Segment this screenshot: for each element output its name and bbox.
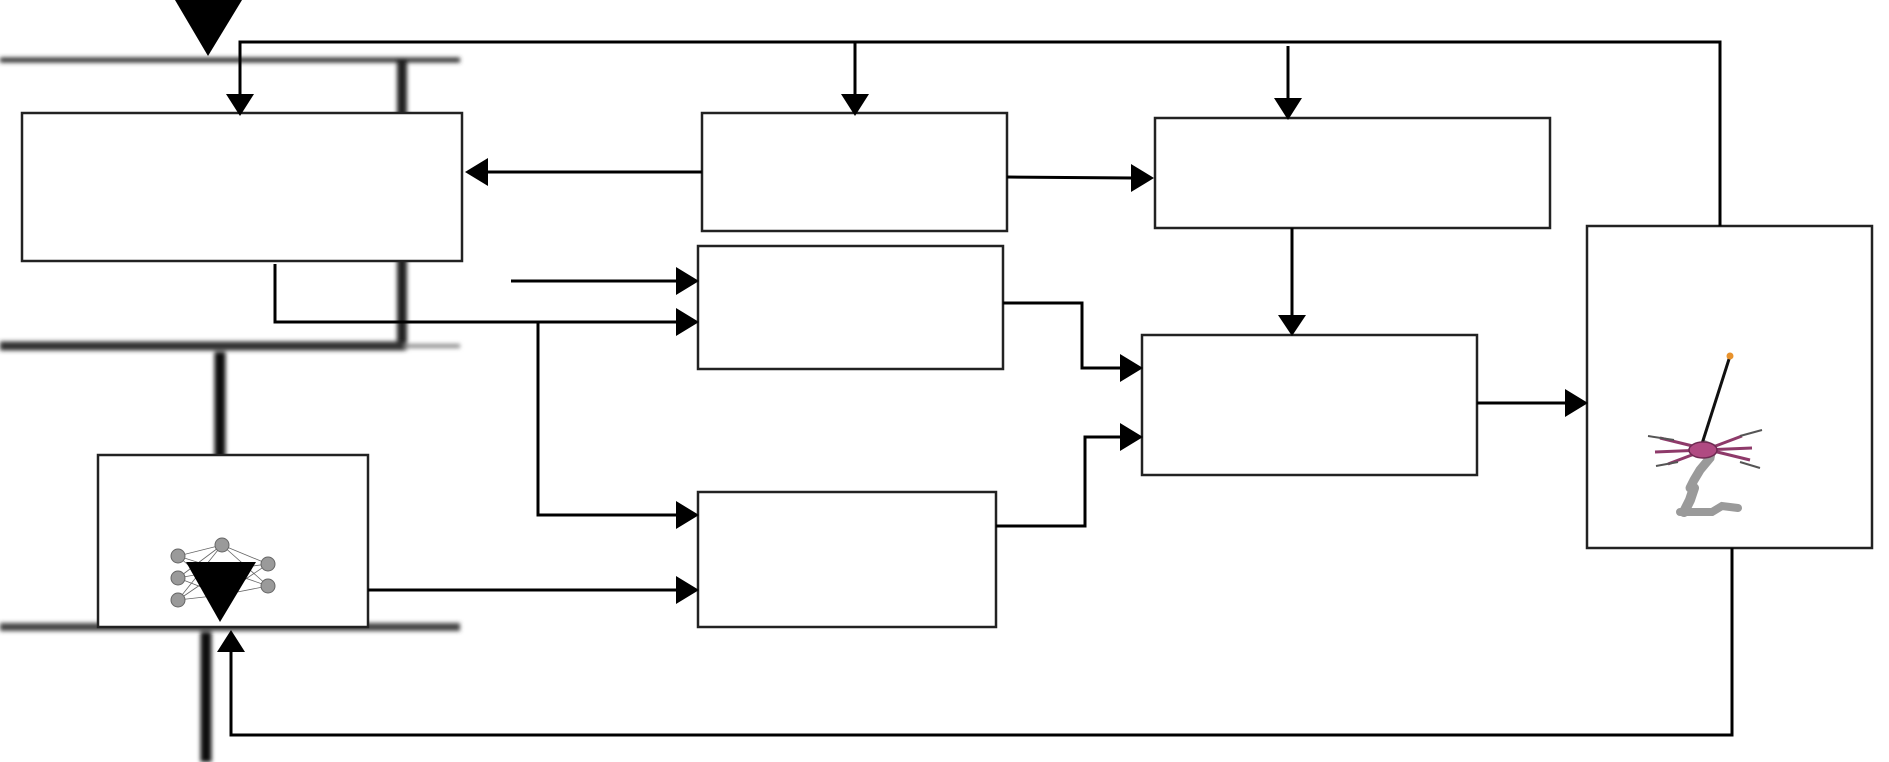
arrowhead-into-nn xyxy=(217,630,245,652)
connectors xyxy=(229,40,1734,737)
arrowhead-into-top-right-side xyxy=(1131,164,1154,192)
arrowhead-into-top-center xyxy=(841,94,869,116)
block-combiner xyxy=(1140,333,1479,477)
arrowhead-into-top-right xyxy=(1274,98,1302,120)
block-bottom-center xyxy=(696,490,998,629)
branch-to-bottom xyxy=(536,322,678,517)
block-middle-center xyxy=(696,244,1005,371)
arrowhead-into-top-left xyxy=(226,94,254,116)
block-top-left xyxy=(20,111,464,263)
arrowheads xyxy=(217,94,1588,652)
multirotor-manipulator-icon xyxy=(1647,352,1763,517)
arrowhead-into-bottom-upper xyxy=(676,501,699,529)
arrowhead-left-to-middle xyxy=(676,308,699,336)
arrowhead-into-top-left-side xyxy=(465,158,488,186)
arrowhead-into-combiner-top xyxy=(1278,315,1306,336)
top-pointer-icon xyxy=(175,0,242,56)
feedback-bottom-loop xyxy=(229,548,1734,737)
center-pointer-icon xyxy=(186,562,256,622)
block-neural-network xyxy=(96,453,370,629)
link-left-to-middle xyxy=(273,264,678,324)
block-plant xyxy=(1585,224,1874,550)
block-top-center xyxy=(700,111,1009,233)
block-top-right xyxy=(1153,116,1552,230)
link-center-to-right xyxy=(1006,175,1134,180)
arrowhead-into-bottom-lower xyxy=(676,576,699,604)
arrowhead-combiner-lower xyxy=(1120,423,1143,451)
arrowhead-into-plant xyxy=(1565,389,1588,417)
arrowhead-combiner-upper xyxy=(1120,354,1143,382)
feedback-top-bus xyxy=(238,40,1722,226)
arrowhead-input-middle xyxy=(676,267,699,295)
link-middle-to-combiner xyxy=(1003,301,1122,370)
link-bottom-to-combiner xyxy=(996,435,1122,528)
